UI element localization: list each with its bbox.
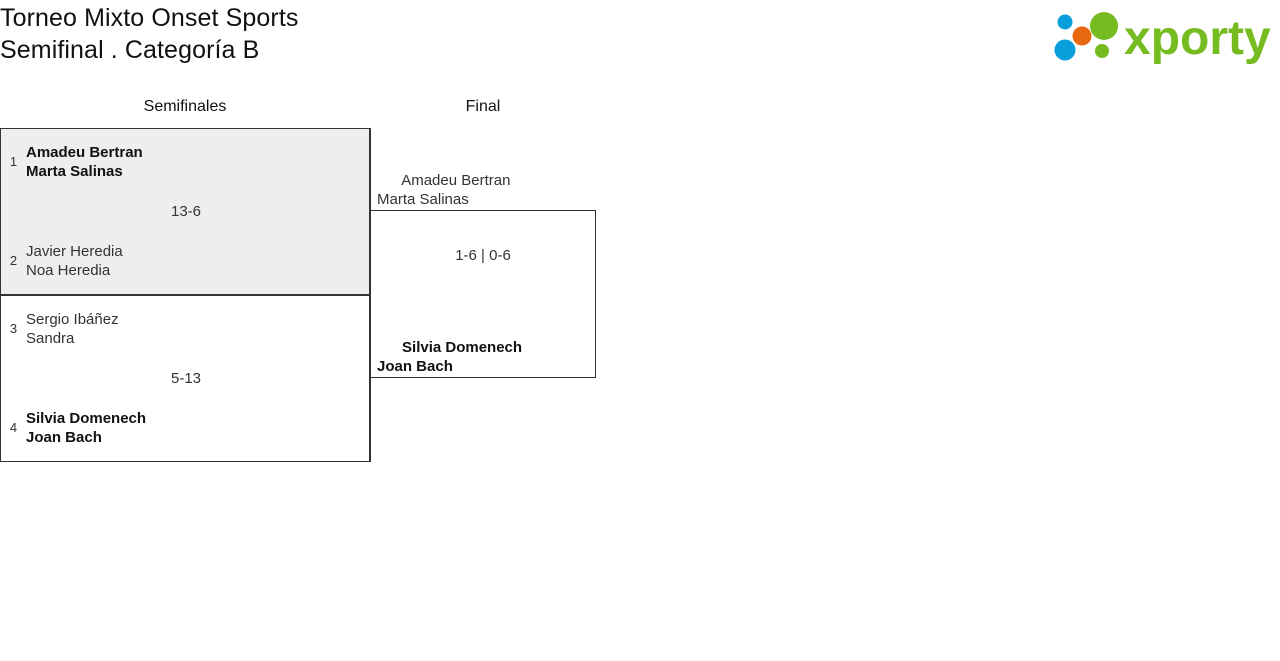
- match-team-top[interactable]: 3 Sergio Ibáñez Sandra: [1, 306, 371, 352]
- team-names: Amadeu Bertran Marta Salinas: [377, 172, 511, 208]
- team-names: Silvia Domenech Joan Bach: [377, 339, 523, 375]
- final-team-bottom[interactable]: Silvia Domenech Joan Bach: [377, 319, 592, 395]
- final-score: 1-6 | 0-6: [455, 247, 511, 264]
- seed-number: 2: [9, 253, 18, 268]
- seed-number: 1: [9, 154, 18, 169]
- team-names: Sergio Ibáñez Sandra: [26, 311, 119, 347]
- final-team-top[interactable]: Amadeu Bertran Marta Salinas: [377, 152, 592, 228]
- match-team-bottom[interactable]: 2 Javier Heredia Noa Heredia: [1, 238, 371, 284]
- match-semifinal-1[interactable]: 1 Amadeu Bertran Marta Salinas 13-6 2 Ja…: [0, 128, 370, 295]
- match-semifinal-2[interactable]: 3 Sergio Ibáñez Sandra 5-13 4 Silvia Dom…: [0, 295, 370, 462]
- match-team-top[interactable]: 1 Amadeu Bertran Marta Salinas: [1, 139, 371, 185]
- team-names: Silvia Domenech Joan Bach: [26, 410, 147, 446]
- round-header-final: Final: [465, 98, 501, 115]
- xporty-logo[interactable]: xporty: [1044, 8, 1272, 66]
- team-names: Javier Heredia Noa Heredia: [26, 243, 123, 279]
- bracket: 1 Amadeu Bertran Marta Salinas 13-6 2 Ja…: [0, 128, 640, 468]
- round-header-semifinales: Semifinales: [143, 98, 227, 115]
- seed-number: 3: [9, 321, 18, 336]
- match-score: 13-6: [170, 203, 202, 220]
- match-score: 5-13: [170, 370, 202, 387]
- seed-number: 4: [9, 420, 18, 435]
- page-title: Torneo Mixto Onset Sports Semifinal . Ca…: [0, 4, 299, 64]
- svg-text:xporty: xporty: [1124, 12, 1271, 65]
- match-final[interactable]: [370, 210, 596, 378]
- match-team-bottom[interactable]: 4 Silvia Domenech Joan Bach: [1, 405, 371, 451]
- team-names: Amadeu Bertran Marta Salinas: [26, 144, 143, 180]
